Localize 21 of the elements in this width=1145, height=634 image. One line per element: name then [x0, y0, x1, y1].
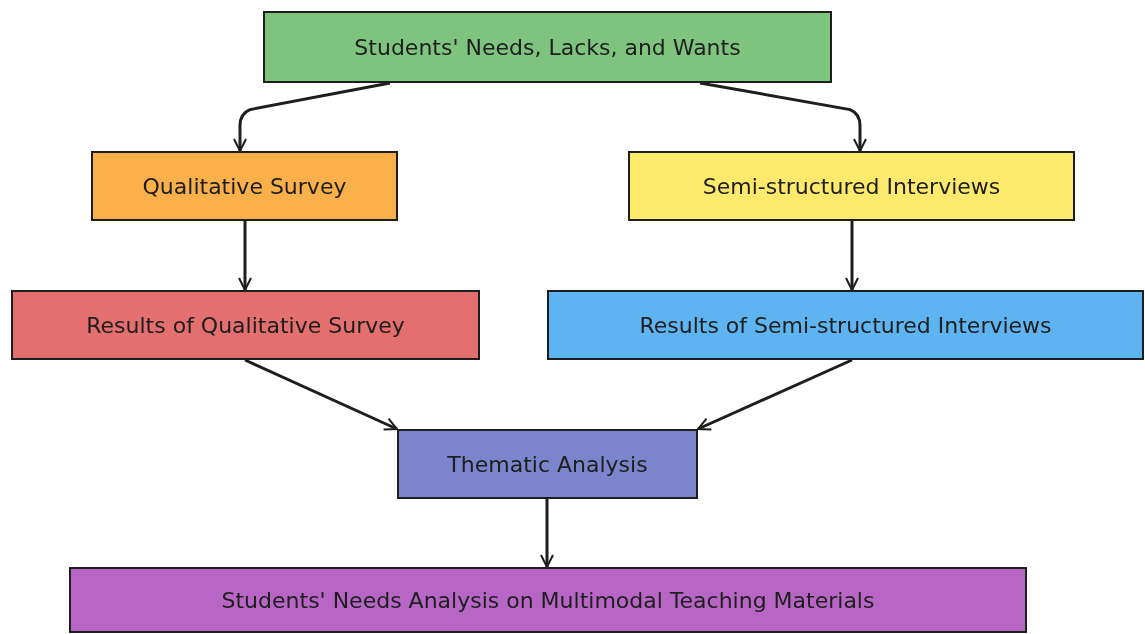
arrow	[233, 81, 391, 152]
process-box	[397, 429, 698, 499]
process-box	[91, 151, 398, 221]
arrow	[699, 81, 867, 152]
box-label: Students' Needs Analysis on Multimodal Teaching Materials	[221, 586, 875, 615]
arrow	[244, 358, 398, 431]
box-label: Students' Needs, Lacks, and Wants	[354, 33, 741, 62]
box-label: Qualitative Survey	[142, 172, 347, 201]
arrow	[238, 221, 252, 291]
box-label: Thematic Analysis	[447, 450, 648, 479]
box-label: Semi-structured Interviews	[702, 172, 1001, 201]
process-box	[69, 567, 1027, 633]
arrow	[697, 358, 853, 431]
arrow	[845, 221, 859, 291]
process-box	[263, 11, 832, 83]
process-box	[628, 151, 1075, 221]
box-label: Results of Semi-structured Interviews	[639, 311, 1052, 340]
arrow	[540, 499, 554, 568]
process-box	[11, 290, 480, 360]
process-box	[547, 290, 1144, 360]
box-label: Results of Qualitative Survey	[86, 311, 405, 340]
